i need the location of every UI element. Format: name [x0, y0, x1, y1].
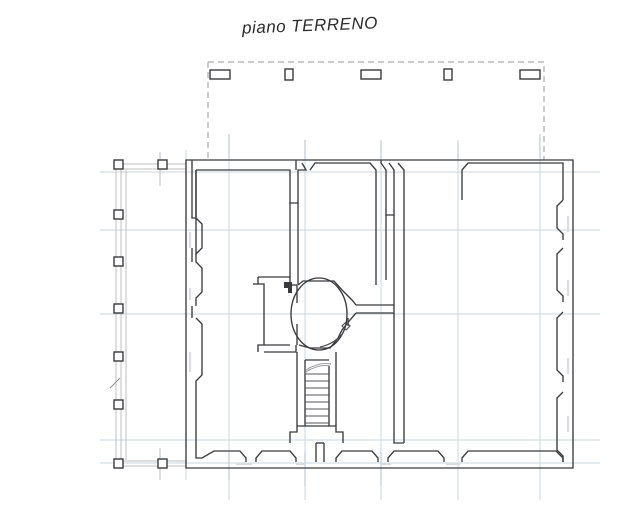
- window-glazing-lines: [188, 216, 570, 466]
- staircase: [289, 352, 344, 443]
- oval-room-outline: [290, 277, 348, 351]
- left-wall-reveal-1: [195, 170, 203, 256]
- bottom-wall-segment-1: [195, 442, 247, 462]
- bottom-wall-segment-2: [255, 450, 297, 462]
- axis-tick-marks: [159, 134, 541, 486]
- oval-envelope-ne: [341, 289, 357, 306]
- small-room-west-of-oval: [253, 276, 297, 353]
- bottom-wall-segment-5: [461, 450, 564, 462]
- stair-direction-arrow: [305, 365, 331, 373]
- bottom-wall-segment-3: [335, 450, 379, 462]
- portico-pier-4: [113, 303, 124, 314]
- oval-envelope-north: [297, 280, 343, 291]
- portico-pier-2: [113, 209, 124, 220]
- portico-columns: [209, 68, 541, 81]
- oval-room: [290, 277, 357, 351]
- left-wall-reveal-2: [195, 254, 203, 306]
- portico-column-4: [443, 68, 453, 81]
- portico-pier-6: [113, 399, 124, 410]
- portico-column-1: [209, 69, 231, 80]
- portico-pier-7: [113, 458, 124, 469]
- portico-column-3: [360, 69, 382, 80]
- portico-pier-3: [113, 256, 124, 267]
- portico-column-5: [519, 69, 541, 80]
- right-wall-reveal-3: [556, 311, 564, 382]
- left-portico: [109, 159, 186, 469]
- oval-envelope-south: [298, 337, 339, 349]
- portico-pier-1: [113, 159, 124, 170]
- interior-walls: [289, 203, 405, 444]
- stair-shaft-west-wall: [289, 352, 298, 443]
- portico-pier-5: [113, 351, 124, 362]
- building-outer-walls: [185, 159, 574, 469]
- oval-envelope-se: [337, 312, 357, 339]
- portico-pier-top-inner: [157, 159, 168, 170]
- right-wall-reveal-1: [556, 199, 564, 240]
- bottom-wall-segment-4: [387, 450, 445, 462]
- bottom-center-door: [315, 442, 325, 462]
- right-wall-reveal-4: [556, 391, 564, 462]
- right-wall-reveal-2: [556, 247, 564, 302]
- portico-column-2: [284, 68, 294, 81]
- portico-dashed-outline: [207, 61, 545, 160]
- left-wall-reveal-3: [195, 317, 203, 442]
- stair-shaft-east-wall: [335, 352, 344, 443]
- outer-perimeter: [185, 159, 574, 469]
- portico-pier-bottom-inner: [157, 458, 168, 469]
